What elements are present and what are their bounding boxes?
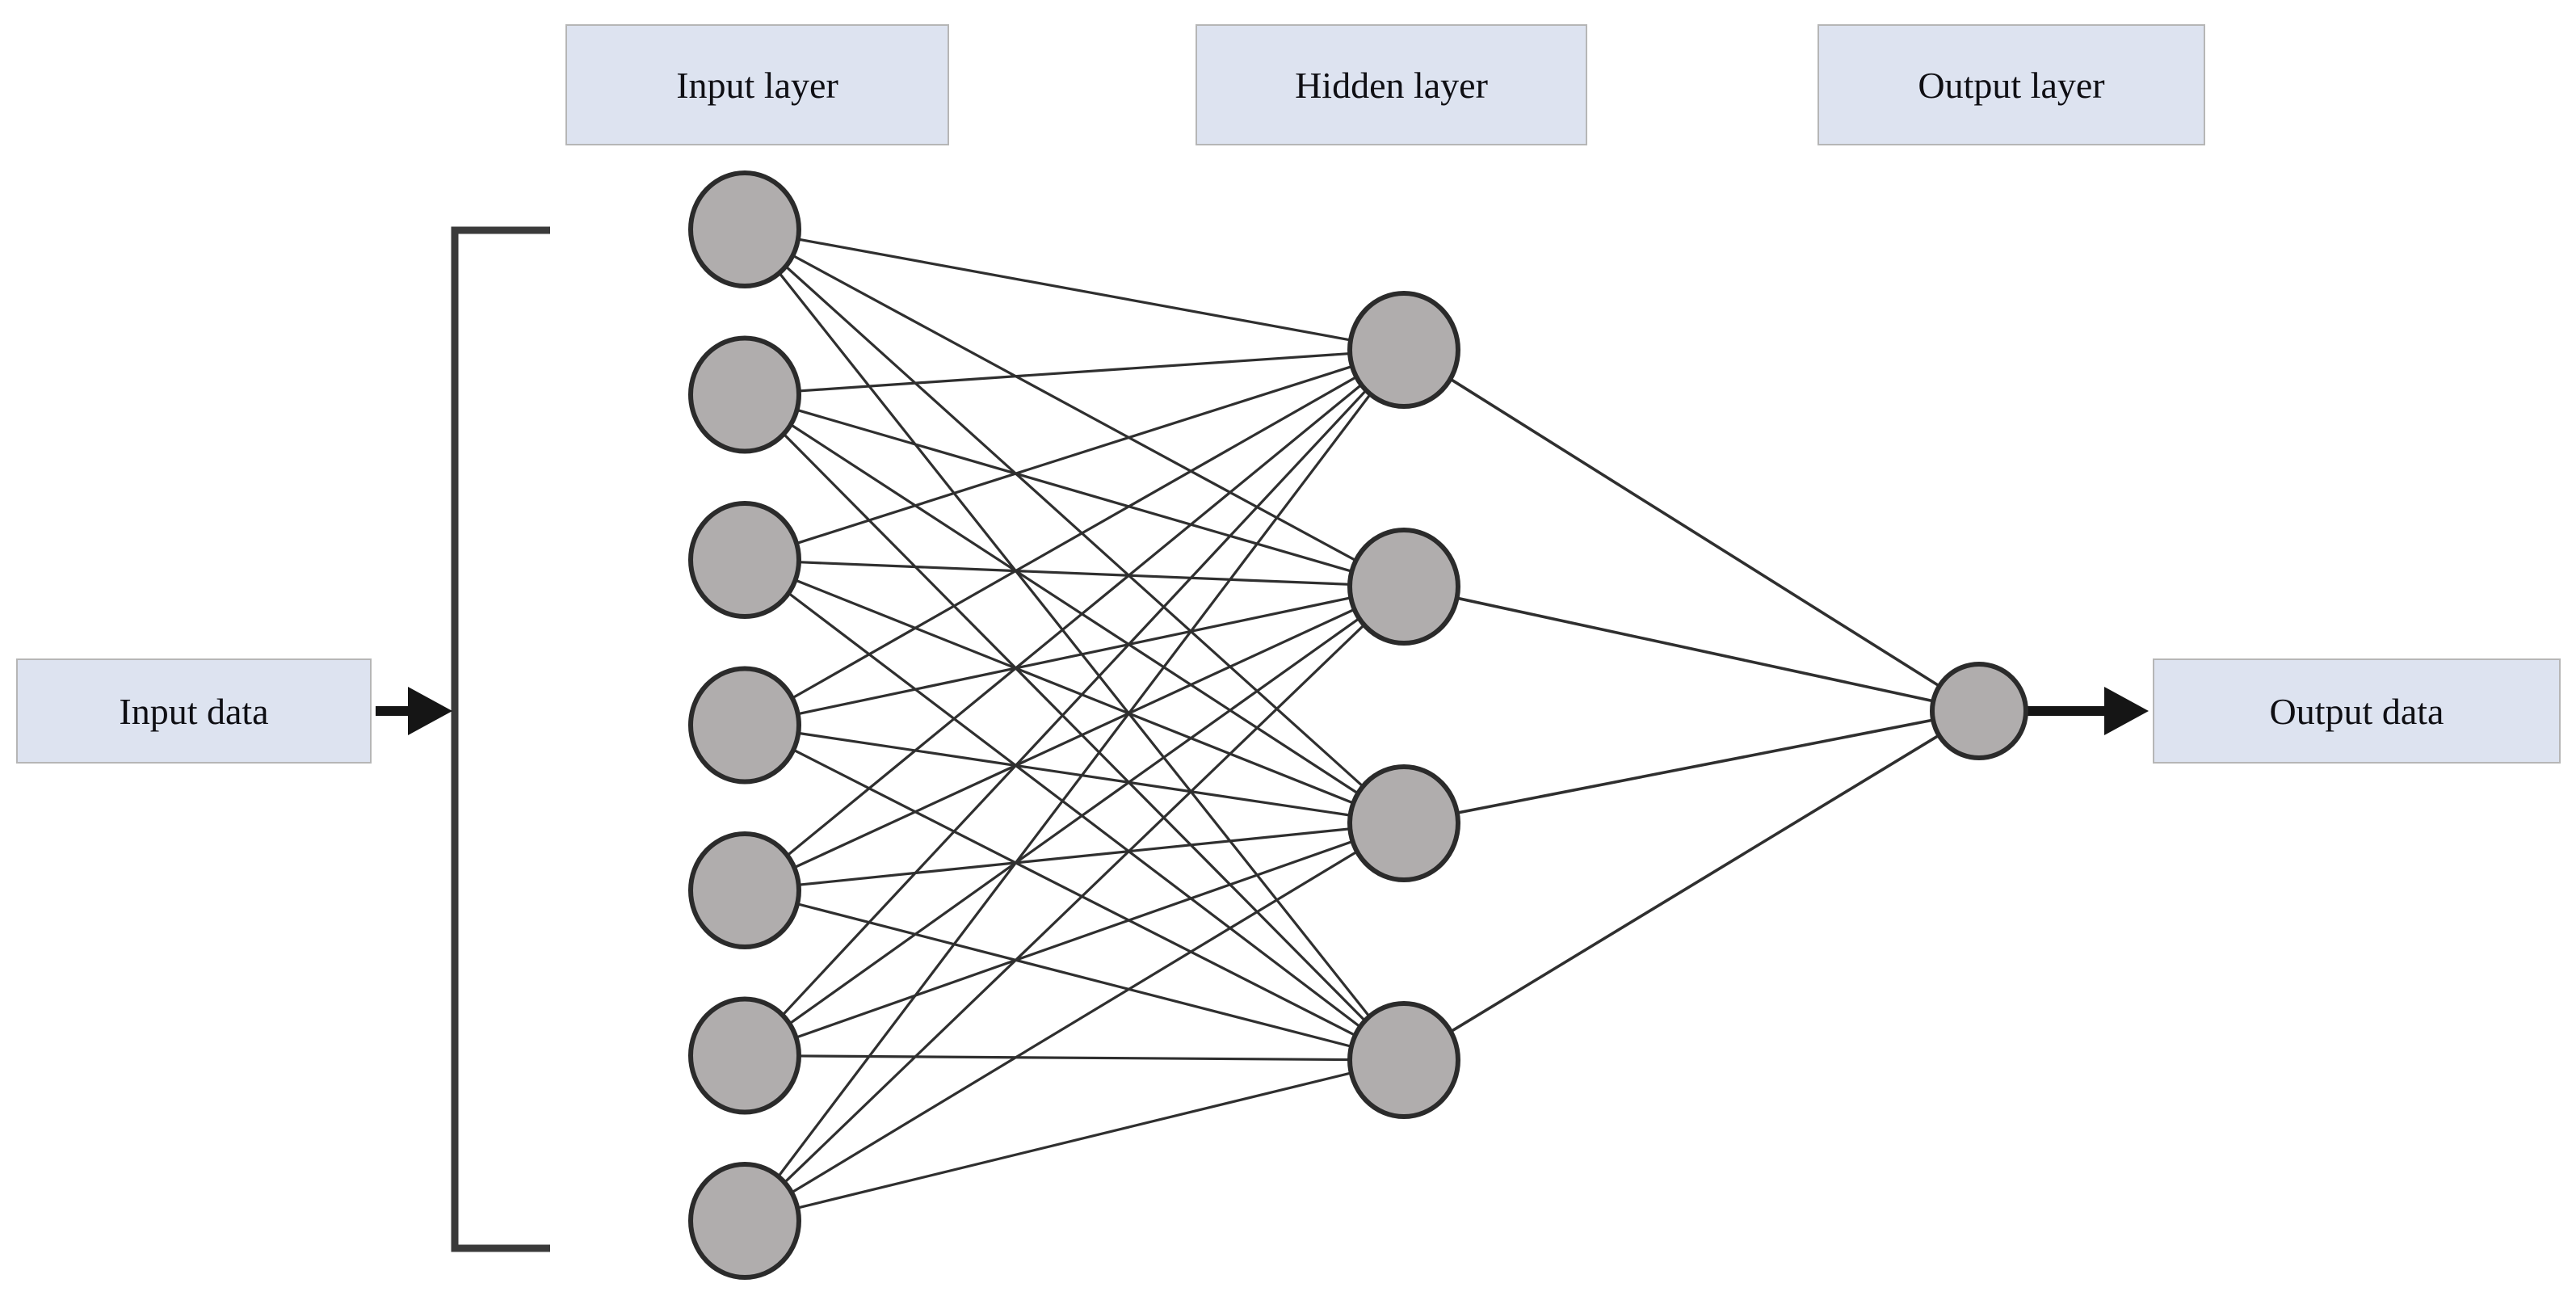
- edge-input-hidden-2-1: [798, 561, 1351, 586]
- edge-input-hidden-5-3: [798, 1054, 1351, 1062]
- neuron-hidden-3: [1347, 764, 1460, 882]
- input-data-label: Input data: [119, 690, 269, 732]
- neuron-input-4: [688, 666, 801, 785]
- neuron-input-1: [688, 170, 801, 288]
- edge-input-hidden-5-0: [781, 389, 1368, 1016]
- layer-label-hidden: Hidden layer: [1196, 24, 1587, 145]
- edge-hidden-output-0-0: [1449, 377, 1940, 688]
- output-arrow-head: [2104, 687, 2149, 735]
- layer-label-output: Output layer: [1817, 24, 2205, 145]
- edge-input-hidden-1-0: [798, 351, 1351, 393]
- neuron-hidden-4: [1347, 1001, 1460, 1119]
- input-bracket: [451, 226, 550, 1252]
- edge-input-hidden-5-2: [795, 839, 1354, 1039]
- edge-input-hidden-6-0: [777, 393, 1372, 1178]
- neuron-input-6: [688, 996, 801, 1115]
- edge-input-hidden-0-1: [792, 254, 1357, 562]
- edge-input-hidden-2-2: [794, 578, 1355, 805]
- layer-label-input: Input layer: [565, 24, 949, 145]
- edge-hidden-output-2-0: [1456, 718, 1934, 814]
- neuron-hidden-1: [1347, 291, 1460, 409]
- layer-label-output-text: Output layer: [1918, 64, 2105, 106]
- neuron-input-7: [688, 1162, 801, 1280]
- edge-input-hidden-1-3: [783, 433, 1366, 1022]
- edge-input-hidden-6-3: [796, 1071, 1352, 1210]
- neuron-hidden-2: [1347, 528, 1460, 646]
- edge-hidden-output-3-0: [1450, 734, 1940, 1033]
- edge-input-hidden-3-2: [798, 731, 1351, 817]
- neuron-input-3: [688, 501, 801, 619]
- edge-hidden-output-1-0: [1456, 596, 1934, 703]
- neuron-input-2: [688, 335, 801, 454]
- edge-input-hidden-5-1: [788, 617, 1360, 1025]
- input-data-box: Input data: [16, 658, 372, 764]
- edge-input-hidden-4-3: [796, 902, 1352, 1048]
- edge-input-hidden-0-2: [784, 265, 1364, 788]
- input-arrow-head: [408, 687, 452, 735]
- edge-input-hidden-1-2: [790, 423, 1359, 795]
- edge-input-hidden-3-0: [792, 376, 1357, 700]
- neuron-input-5: [688, 831, 801, 949]
- edge-input-hidden-0-0: [797, 238, 1351, 342]
- neuron-nodes: [688, 170, 2028, 1280]
- layer-label-hidden-text: Hidden layer: [1295, 64, 1488, 106]
- edge-input-hidden-0-3: [778, 271, 1371, 1018]
- edge-input-hidden-4-1: [793, 608, 1355, 869]
- edge-input-hidden-2-3: [788, 591, 1361, 1029]
- output-data-box: Output data: [2153, 658, 2561, 764]
- flow-arrows: [376, 687, 2149, 735]
- edge-input-hidden-2-0: [796, 364, 1353, 545]
- edge-input-hidden-3-1: [797, 596, 1351, 716]
- output-data-label: Output data: [2269, 690, 2444, 732]
- edge-input-hidden-6-2: [791, 850, 1358, 1194]
- connection-edges: [777, 238, 1940, 1210]
- layer-label-input-text: Input layer: [676, 64, 838, 106]
- edge-input-hidden-1-1: [796, 408, 1352, 573]
- input-bracket-path: [451, 226, 550, 1252]
- edge-input-hidden-4-0: [786, 383, 1363, 857]
- neuron-output-1: [1930, 662, 2028, 760]
- edge-input-hidden-4-2: [798, 827, 1351, 886]
- edge-input-hidden-3-3: [792, 748, 1356, 1037]
- edge-input-hidden-6-1: [784, 624, 1365, 1184]
